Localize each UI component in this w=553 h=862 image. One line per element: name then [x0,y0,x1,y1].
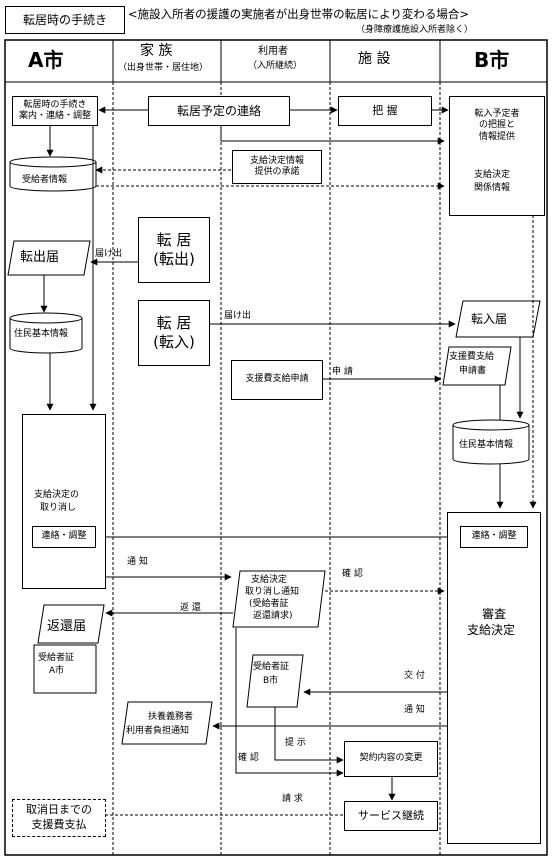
consent-line-2: 提供の承諾 [254,167,300,177]
label-tsuchi-1: 通 知 [127,557,148,567]
move-in-event-line-2: (転入) [153,333,195,351]
cancel-notice-shape [232,570,326,628]
label-kakunin-2: 確 認 [238,753,259,763]
b-coordination-text: 連絡・調整 [471,531,517,542]
move-out-form-shape [7,240,91,276]
resident-info-b-label: 住民基本情報 [459,440,514,450]
lane-facility: 施 設 [358,51,391,67]
consent-line-1: 支給決定情報 [249,155,304,166]
move-in-form-label: 転入届 [471,312,508,326]
return-cert-rect [33,644,97,694]
moving-notice-text: 転居予定の連絡 [176,103,261,118]
resident-info-a-cylinder-body [9,318,83,354]
page-title: <施設入所者の援護の実施者が出身世帯の転居により変わる場合> [128,7,470,21]
review-block [447,512,541,844]
outer-frame [4,39,548,856]
lane-user: 利用者 [258,46,288,57]
resident-info-a-label: 住民基本情報 [14,329,69,339]
support-application-doc-line-2: 申請書 [459,366,487,376]
grasp-text: 把 握 [372,104,398,118]
b-grasp-line-1: 転入予定者 [474,109,520,119]
service-continue-text: サービス継続 [358,809,424,823]
label-tsuchi-2: 通 知 [404,705,425,715]
cancel-line-2: 取り消し [40,503,77,513]
return-form-shape [37,604,105,644]
cancel-notice-line-2: 取り消し通知 [245,587,300,597]
move-out-event-line-2: (転出) [153,250,195,268]
support-application-box: 支援費支給申請 [231,360,323,400]
move-out-event-box: 転 居 (転出) [138,217,210,283]
lane-b-city: B市 [474,48,510,72]
lane-a-city: A市 [28,48,64,72]
arrow-present [274,707,344,764]
contract-change-text: 契約内容の変更 [359,753,423,764]
lane-family: 家 族 [140,43,173,59]
payment-until-cancel-line-2: 支援費支払 [31,818,87,831]
contract-change-box: 契約内容の変更 [344,741,438,777]
cert-b-shape [246,654,304,708]
grasp-box: 把 握 [338,96,432,126]
b-grasp-box: 転入予定者 の把握と 情報提供 [449,96,545,216]
return-form-label: 返還届 [47,619,87,634]
return-cert-line-2: A市 [49,666,65,676]
section-label: 転居時の手続き [5,6,125,34]
review-line-2: 支給決定 [467,623,516,637]
burden-notice-shape [121,701,213,745]
a-coordination-box: 連絡・調整 [32,526,96,548]
a-procedures-box: 転居時の手続き 案内・連絡・調整 [12,96,98,126]
cert-b-line-1: 受給者証 [253,662,290,672]
page-note: （身障療護施設入所者除く） [356,25,474,35]
payment-until-cancel-box: 取消日までの 支援費支払 [12,799,106,837]
a-coordination-text: 連絡・調整 [41,531,87,542]
cancel-notice-line-4: 返還請求) [253,611,293,621]
support-application-doc-shape [442,346,512,386]
resident-info-a-cylinder-top [9,312,83,324]
resident-info-b-cylinder-top [452,419,530,431]
lane-family-sub: （出身世帯・居住地） [118,63,209,73]
a-procedures-line-2: 案内・連絡・調整 [18,111,91,121]
section-label-text: 転居時の手続き [22,12,107,27]
moving-notice-box: 転居予定の連絡 [148,96,290,126]
cancel-notice-line-3: (受給者証 [249,599,289,609]
label-seikyu: 請 求 [282,794,303,804]
label-teiji: 提 示 [285,738,306,748]
cancel-line-1: 支給決定の [34,490,80,500]
label-kakunin-1: 確 認 [342,569,363,579]
b-payment-info-line-2: 関係情報 [474,183,511,193]
a-procedures-line-1: 転居時の手続き [23,99,87,110]
resident-info-b-cylinder-body [452,425,530,465]
label-henkan: 返 還 [180,603,201,613]
move-out-form-label: 転出届 [20,250,60,265]
label-todokede-out: 届け出 [95,249,123,259]
arrow-confirm-2 [235,628,344,777]
cancel-block [22,414,106,589]
cert-b-line-2: B市 [263,676,279,686]
b-payment-info-line-1: 支給決定 [474,170,511,180]
consent-box: 支給決定情報 提供の承諾 [232,150,322,184]
support-application-text: 支援費支給申請 [245,374,309,385]
b-grasp-line-2: の把握と [478,120,515,131]
label-todokede-in: 届け出 [224,311,252,321]
move-in-event-line-1: 転 居 [156,313,192,332]
b-coordination-box: 連絡・調整 [460,526,528,548]
move-in-event-box: 転 居 (転入) [138,300,210,366]
recipient-info-label: 受給者情報 [22,175,68,185]
recipient-info-cylinder-top [9,156,97,168]
move-out-event-line-1: 転 居 [156,230,192,249]
burden-notice-line-1: 扶養義務者 [148,712,194,722]
b-grasp-line-3: 情報提供 [478,131,515,142]
service-continue-box: サービス継続 [344,801,438,831]
payment-until-cancel-line-1: 取消日までの [26,803,92,817]
support-application-doc-line-1: 支援費支給 [449,352,495,362]
lane-user-sub: （入所継続） [248,61,303,71]
cancel-notice-line-1: 支給決定 [251,575,288,585]
burden-notice-line-2: 利用者負担通知 [126,726,190,736]
label-shinsei: 申 請 [332,367,353,377]
review-line-1: 審査 [482,607,507,621]
return-cert-line-1: 受給者証 [38,653,75,663]
label-koufu: 交 付 [404,671,425,681]
